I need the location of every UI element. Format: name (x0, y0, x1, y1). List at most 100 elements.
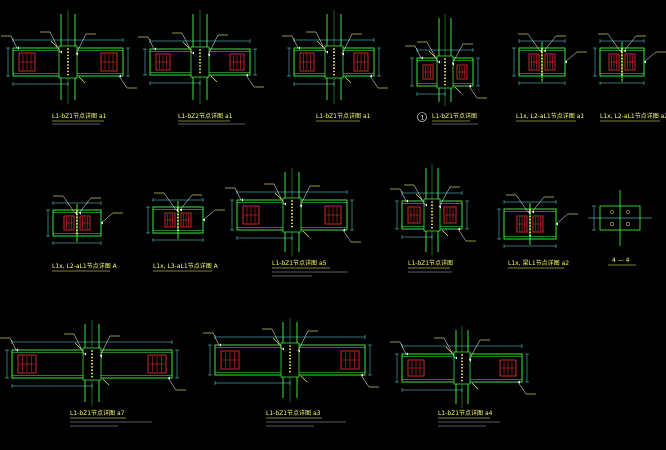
weld-mark (461, 360, 463, 363)
weld-mark (91, 369, 93, 372)
weld-mark (431, 201, 433, 203)
weld-mark (541, 73, 543, 76)
weld-mark (291, 203, 293, 206)
weld-mark (621, 48, 623, 50)
stiffener-plate (340, 350, 360, 370)
weld-mark (621, 73, 623, 76)
weld-mark (291, 216, 293, 218)
weld-mark (91, 359, 93, 362)
weld-mark (76, 216, 78, 219)
stiffener-plate (299, 52, 315, 72)
detail-caption: L1x, L2-aL1节点详图 a1 (516, 112, 584, 120)
weld-mark (461, 354, 463, 356)
weld-mark (199, 61, 201, 64)
weld-mark (291, 212, 293, 215)
detail-13: L1-bZ1节点详图 a7 (0, 320, 186, 427)
section-mark-number: 1 (421, 115, 425, 122)
weld-mark (431, 220, 433, 223)
weld-mark (177, 229, 179, 232)
detail-caption: L1-bZ1节点详图 (432, 112, 477, 120)
detail-5: L1x, L2-aL1节点详图 a1 (512, 33, 587, 122)
leader-line (271, 328, 283, 350)
weld-mark (67, 54, 69, 57)
weld-mark (291, 200, 293, 202)
detail-9: L1-bZ1节点详图 a5 (225, 168, 361, 277)
leader-line (414, 45, 422, 59)
section-mark-1 (417, 112, 427, 122)
weld-mark (541, 60, 543, 63)
detail-caption: L1-bZ2节点详图 a1 (178, 112, 233, 120)
weld-mark (541, 64, 543, 66)
stiffener-plate (544, 53, 556, 71)
weld-mark (529, 218, 531, 221)
leader-line (315, 31, 327, 53)
weld-mark (461, 363, 463, 366)
leader-line (9, 337, 17, 351)
leader-line (62, 195, 76, 214)
weld-mark (291, 206, 293, 209)
weld-mark (529, 215, 531, 218)
weld-mark (333, 57, 335, 60)
weld-mark (333, 60, 335, 63)
stiffener-plate (147, 354, 167, 374)
weld-mark (199, 71, 201, 74)
weld-mark (461, 373, 463, 376)
weld-mark (67, 48, 69, 50)
leader-line (202, 209, 216, 221)
weld-mark (199, 68, 201, 71)
leader-line (179, 194, 193, 211)
weld-mark (333, 54, 335, 57)
bolt-hole (610, 222, 614, 226)
weld-mark (444, 83, 446, 86)
detail-10: L1-bZ1节点详图 (390, 164, 476, 273)
weld-mark (91, 366, 93, 368)
leader-line (623, 35, 637, 52)
leader-line (643, 51, 657, 63)
leader-line (399, 341, 407, 355)
weld-mark (333, 48, 335, 50)
leader-line (531, 196, 545, 213)
weld-mark (461, 357, 463, 360)
weld-mark (431, 213, 433, 216)
stiffener-plate (499, 359, 517, 377)
leader-line (426, 41, 439, 63)
weld-mark (621, 57, 623, 60)
leader-line (413, 184, 426, 206)
weld-mark (177, 226, 179, 229)
detail-2: L1-bZ2节点详图 a1 (138, 10, 264, 125)
weld-mark (621, 54, 623, 57)
leader-line (118, 75, 128, 89)
weld-mark (289, 364, 291, 367)
weld-mark (177, 213, 179, 216)
leader-line (527, 33, 541, 52)
detail-caption: L1x, 梁L1节点详图 a2 (508, 259, 569, 267)
weld-mark (291, 225, 293, 228)
stiffener-plate (422, 64, 434, 80)
leader-line (273, 183, 285, 205)
leader-line (360, 374, 370, 388)
leader-line (297, 330, 309, 352)
stiffener-plate (407, 206, 421, 224)
weld-mark (333, 64, 335, 66)
weld-mark (76, 210, 78, 212)
weld-mark (621, 64, 623, 66)
leader-line (438, 186, 451, 208)
detail-caption: L1-bZ1节点详图 a5 (272, 259, 327, 267)
weld-mark (177, 216, 179, 219)
weld-mark (444, 77, 446, 80)
detail-3: L1-bZ1节点详图 a1 (282, 10, 388, 122)
weld-mark (431, 223, 433, 226)
stiffener-plate (17, 354, 37, 374)
weld-mark (67, 73, 69, 76)
weld-mark (177, 219, 179, 222)
weld-mark (529, 228, 531, 231)
detail-caption: L1-bZ1节点详图 a1 (316, 112, 371, 120)
leader-line (543, 35, 557, 52)
stiffener-plate (155, 53, 171, 71)
detail-caption: L1-bZ1节点详图 a3 (266, 409, 321, 417)
weld-mark (529, 221, 531, 224)
stiffener-plate (100, 52, 118, 72)
stiffener-plate (229, 53, 245, 71)
weld-mark (91, 356, 93, 359)
weld-mark (444, 80, 446, 83)
